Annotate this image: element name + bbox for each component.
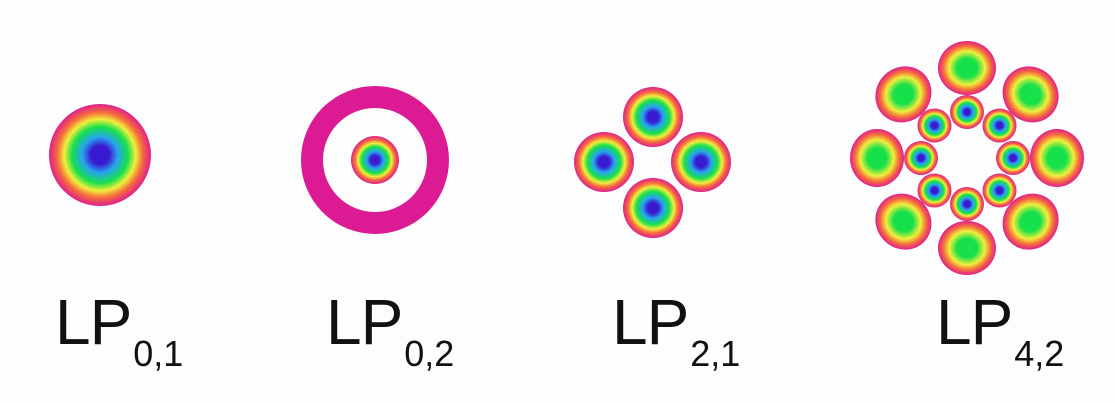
lobe-bottom [623, 178, 683, 238]
mode-label-lp01: LP0,1 [55, 290, 183, 390]
inner-lobe [950, 187, 984, 221]
outer-lobe [875, 66, 932, 123]
fundamental-spot [49, 104, 151, 206]
label-subscript: 0,1 [133, 333, 184, 374]
outer-ring [301, 86, 449, 234]
label-subscript: 0,2 [404, 333, 455, 374]
label-subscript: 4,2 [1014, 333, 1065, 374]
outer-lobe [875, 193, 932, 250]
mode-lp42-pattern [850, 41, 1084, 275]
lobe-left [574, 132, 634, 192]
label-base: LP [55, 286, 132, 358]
outer-lobe [938, 41, 996, 95]
inner-lobe [996, 141, 1030, 175]
mode-lp01-pattern [49, 104, 151, 206]
center-spot [351, 136, 399, 184]
mode-lp21-pattern [574, 87, 731, 238]
inner-lobe [917, 108, 952, 143]
outer-lobe [1002, 193, 1059, 250]
outer-lobe [938, 221, 996, 275]
mode-label-lp21: LP2,1 [612, 290, 740, 390]
lobe-top [623, 87, 683, 147]
inner-lobe [950, 95, 984, 129]
label-base: LP [936, 286, 1013, 358]
label-subscript: 2,1 [690, 333, 741, 374]
outer-lobe [1030, 129, 1084, 187]
lobe-right [671, 132, 731, 192]
outer-lobe [850, 129, 904, 187]
mode-label-lp42: LP4,2 [936, 290, 1064, 390]
inner-lobe [917, 173, 952, 208]
mode-label-lp02: LP0,2 [326, 290, 454, 390]
inner-lobe [982, 173, 1017, 208]
outer-lobe [1002, 66, 1059, 123]
inner-lobe [904, 141, 938, 175]
label-base: LP [612, 286, 689, 358]
inner-lobe [982, 108, 1017, 143]
mode-lp02-pattern [301, 86, 449, 234]
label-base: LP [326, 286, 403, 358]
